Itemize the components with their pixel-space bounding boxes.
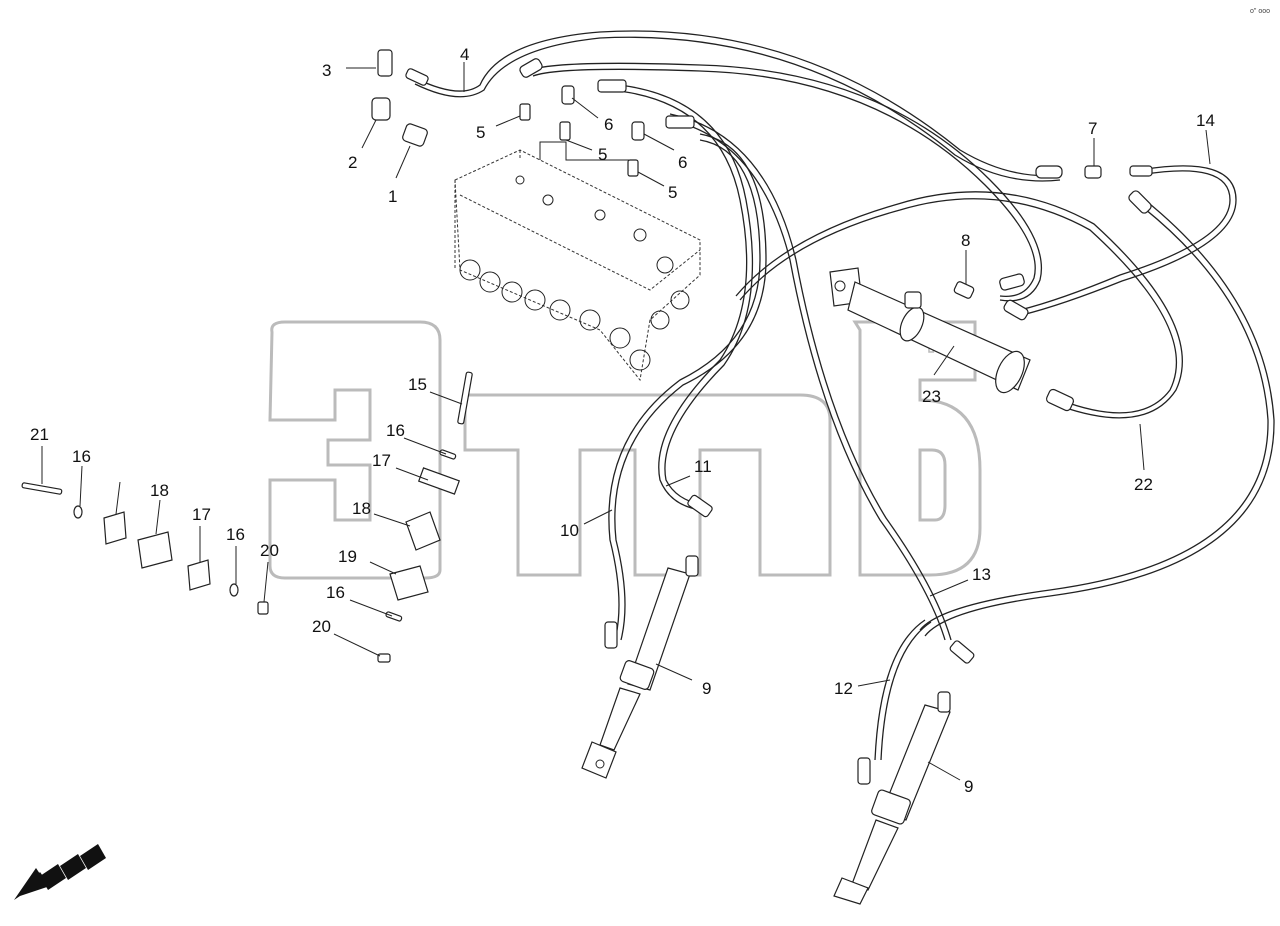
- callout-1: 1: [388, 187, 397, 206]
- callout-6a: 6: [604, 115, 613, 134]
- fittings: [371, 49, 1153, 785]
- callout-9b: 9: [964, 777, 973, 796]
- callout-20a: 20: [260, 541, 279, 560]
- callout-9a: 9: [702, 679, 711, 698]
- leader-lines: [41, 62, 1211, 781]
- clamp-parts: [21, 371, 473, 663]
- callout-19: 19: [338, 547, 357, 566]
- callout-16d: 16: [226, 525, 245, 544]
- callout-20b: 20: [312, 617, 331, 636]
- callout-2: 2: [348, 153, 357, 172]
- callout-5b: 5: [598, 145, 607, 164]
- callout-6b: 6: [678, 153, 687, 172]
- callout-13: 13: [972, 565, 991, 584]
- callout-17b: 17: [192, 505, 211, 524]
- callout-21: 21: [30, 425, 49, 444]
- callout-7: 7: [1088, 119, 1097, 138]
- hoses: [414, 30, 1275, 761]
- watermark-logo: TM: [268, 320, 982, 580]
- valve-block: [454, 149, 701, 382]
- callout-11: 11: [694, 457, 712, 476]
- callout-3: 3: [322, 61, 331, 80]
- corner-mark: o" ooo: [1250, 8, 1270, 15]
- callout-10: 10: [560, 521, 579, 540]
- callout-4: 4: [460, 45, 469, 64]
- callout-8: 8: [961, 231, 970, 250]
- cylinder-9-right: [833, 691, 951, 905]
- callout-15: 15: [408, 375, 427, 394]
- callout-17a: 17: [372, 451, 391, 470]
- callout-14: 14: [1196, 111, 1215, 130]
- cylinder-23: [829, 267, 1031, 394]
- callout-16c: 16: [72, 447, 91, 466]
- callout-5a: 5: [476, 123, 485, 142]
- callout-5c: 5: [668, 183, 677, 202]
- callout-16a: 16: [386, 421, 405, 440]
- cylinder-9-left: [581, 555, 699, 779]
- callout-22: 22: [1134, 475, 1153, 494]
- callout-18b: 18: [352, 499, 371, 518]
- callout-12: 12: [834, 679, 853, 698]
- callout-23: 23: [922, 387, 941, 406]
- callout-16b: 16: [326, 583, 345, 602]
- callout-labels: 1 2 3 4 5 5 5 6 6 7 8 9 9 10 11 12 13 14…: [30, 45, 1215, 796]
- arrow-icon: [14, 844, 106, 900]
- callout-18a: 18: [150, 481, 169, 500]
